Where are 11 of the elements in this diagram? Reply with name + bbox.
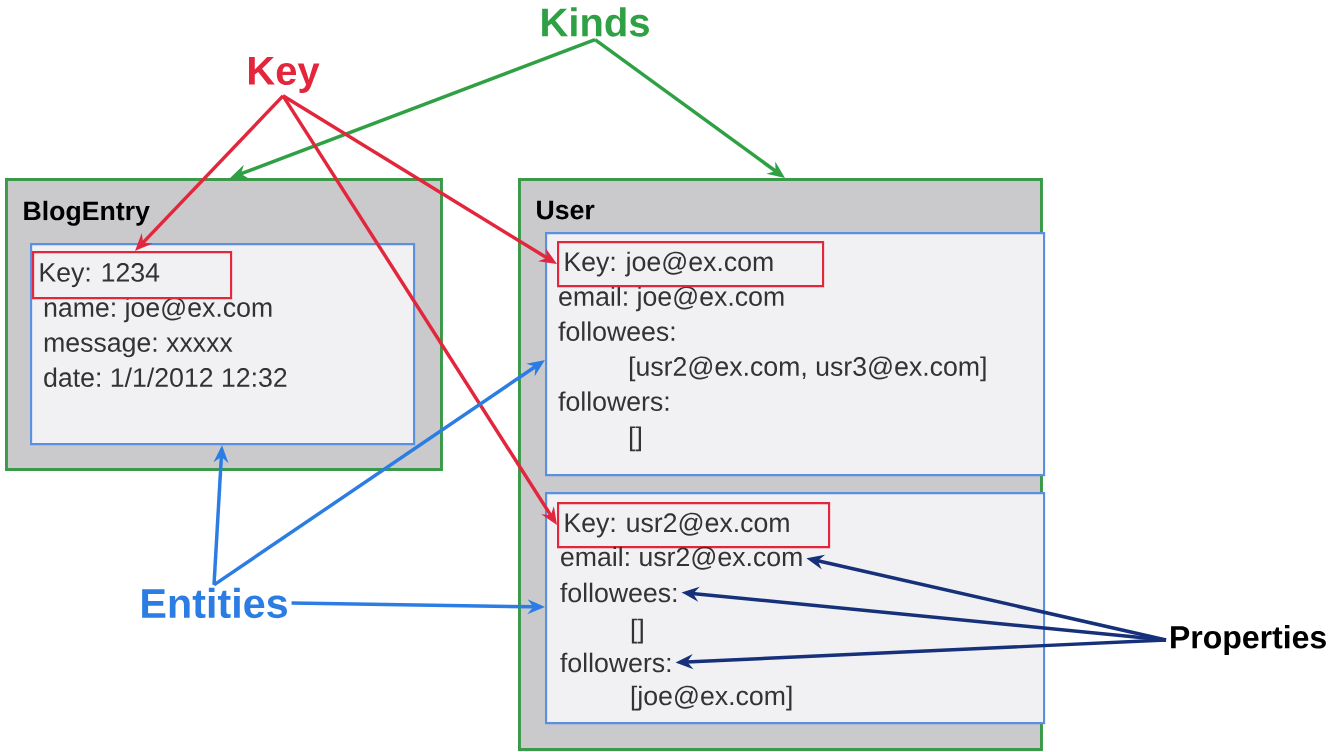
property-text: followers: <box>560 652 671 673</box>
callout-label: Key <box>249 57 320 93</box>
callout-label: Entities <box>142 587 287 619</box>
callout-label: Properties <box>1171 625 1326 655</box>
property-text: followees: <box>560 582 677 603</box>
property-text: [joe@ex.com] <box>631 685 792 711</box>
callout-label: Kinds <box>542 7 649 37</box>
property-text: [] <box>631 618 643 644</box>
key-box: Key: 1234 <box>32 251 233 300</box>
key-box: Key: joe@ex.com <box>557 241 825 288</box>
property-text: email: usr2@ex.com <box>561 546 802 570</box>
